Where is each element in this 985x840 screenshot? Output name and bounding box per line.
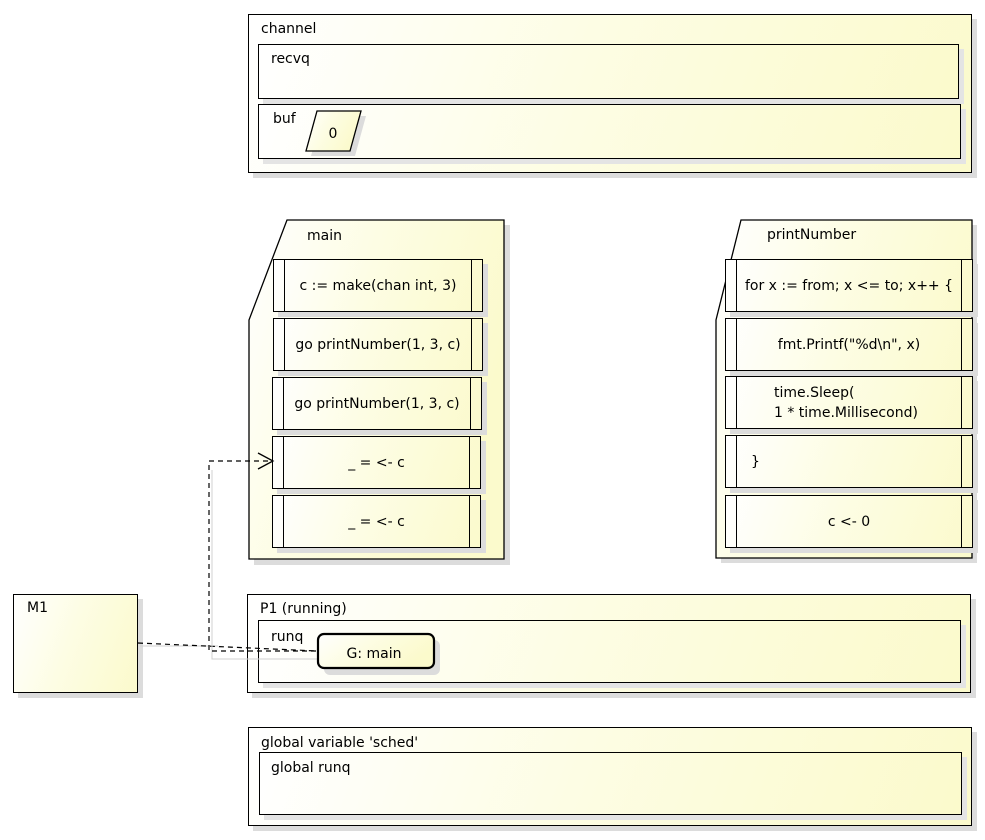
print-stmt-4: } <box>725 435 973 488</box>
print-stmt-5: c <- 0 <box>725 495 973 548</box>
global-runq-label: global runq <box>271 760 351 776</box>
main-stmt-3-text: go printNumber(1, 3, c) <box>294 395 460 412</box>
print-stmt-3-lines: time.Sleep( 1 * time.Millisecond) <box>774 383 918 423</box>
buf-value-cell: 0 <box>305 110 366 156</box>
print-stmt-2: fmt.Printf("%d\n", x) <box>725 318 973 371</box>
main-stmt-1: c := make(chan int, 3) <box>273 259 483 312</box>
buf-box <box>258 104 961 159</box>
print-stmt-1: for x := from; x <= to; x++ { <box>725 259 973 312</box>
goroutine-label: G: main <box>347 646 402 662</box>
main-stmt-2: go printNumber(1, 3, c) <box>273 318 483 371</box>
recvq-label: recvq <box>271 51 310 67</box>
machine-box <box>13 594 138 693</box>
print-stmt-1-text: for x := from; x <= to; x++ { <box>744 277 954 294</box>
print-stmt-3-line-1: time.Sleep( <box>774 384 855 401</box>
buf-value-text: 0 <box>329 126 338 142</box>
main-stmt-4: _ = <- c <box>272 436 481 489</box>
machine-label: M1 <box>27 600 48 616</box>
print-stmt-5-text: c <- 0 <box>827 513 871 530</box>
runq-label: runq <box>271 629 304 645</box>
print-stmt-2-text: fmt.Printf("%d\n", x) <box>777 336 921 353</box>
print-frame-title: printNumber <box>767 227 857 243</box>
print-stmt-3-line-2: 1 * time.Millisecond) <box>774 404 918 421</box>
global-runq-box <box>259 752 962 815</box>
main-stmt-2-text: go printNumber(1, 3, c) <box>295 336 461 353</box>
sched-title: global variable 'sched' <box>261 735 419 751</box>
channel-title: channel <box>261 21 317 37</box>
recvq-box <box>258 44 959 99</box>
main-stmt-4-text: _ = <- c <box>348 454 405 471</box>
print-stmt-3: time.Sleep( 1 * time.Millisecond) <box>725 376 973 429</box>
main-stmt-5-text: _ = <- c <box>348 513 405 530</box>
main-stmt-1-text: c := make(chan int, 3) <box>299 277 457 294</box>
main-stmt-3: go printNumber(1, 3, c) <box>272 377 482 430</box>
goroutine-main: G: main <box>316 632 440 675</box>
print-stmt-4-text: } <box>751 453 760 470</box>
processor-title: P1 (running) <box>260 601 347 617</box>
buf-label: buf <box>273 111 296 127</box>
main-frame-title: main <box>307 228 342 244</box>
main-stmt-5: _ = <- c <box>272 495 481 548</box>
